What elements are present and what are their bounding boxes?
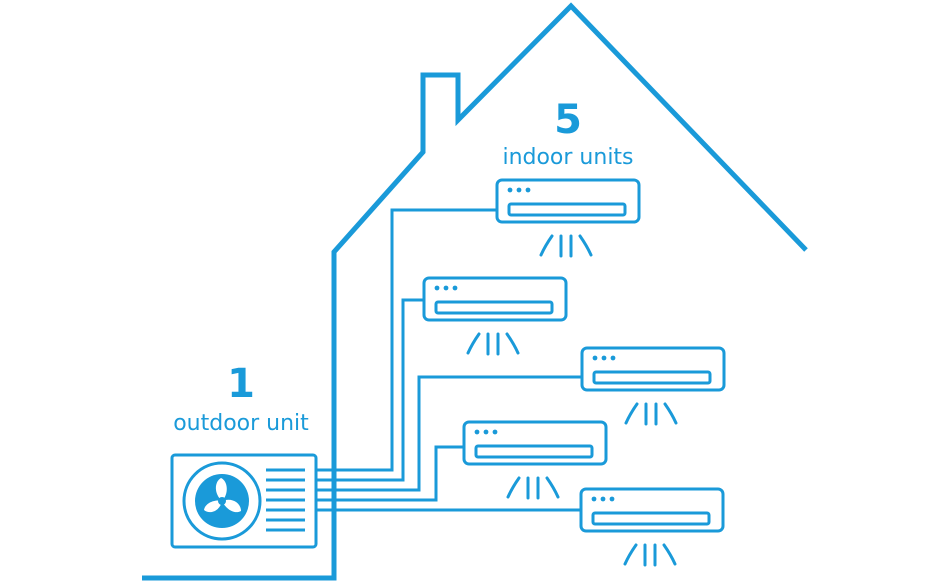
- indoor-label: indoor units: [502, 145, 633, 170]
- outdoor-label: outdoor unit: [173, 411, 309, 436]
- line-to-unit-2: [316, 298, 424, 482]
- outdoor-grille: [266, 468, 305, 532]
- indoor-unit-4-icon: [462, 420, 608, 500]
- line-to-unit-3: [316, 375, 582, 492]
- indoor-unit-5-icon: [579, 487, 725, 567]
- indoor-unit-2-icon: [422, 276, 568, 356]
- outdoor-count: 1: [227, 361, 255, 407]
- indoor-unit-3-icon: [580, 346, 726, 426]
- line-to-unit-1: [316, 208, 497, 472]
- outdoor-unit-icon: [170, 453, 318, 549]
- indoor-count: 5: [554, 97, 582, 143]
- indoor-unit-1-icon: [495, 178, 641, 258]
- line-to-unit-4: [316, 445, 464, 502]
- fan-icon: [195, 474, 249, 528]
- refrigerant-lines: [316, 208, 582, 512]
